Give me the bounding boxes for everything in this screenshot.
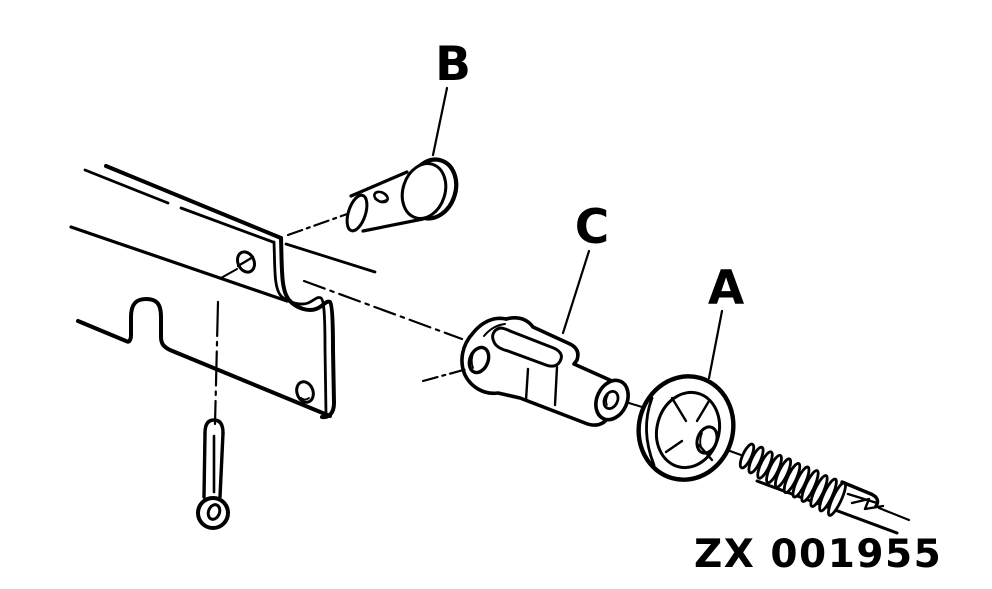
nut-center-hole-shading	[699, 432, 703, 448]
bracket-flange-hole-tick	[220, 268, 238, 279]
clevis-body-outline	[460, 316, 609, 427]
bracket-flange-hole-slot	[236, 255, 255, 268]
cotter-pin-drawing	[196, 418, 230, 530]
bracket-back-edge	[284, 242, 377, 274]
leader-line-B	[431, 86, 449, 157]
clevis-barrel-hole-shading	[605, 394, 609, 406]
clevis-centerline-upper	[302, 279, 464, 341]
clevis-top-inner-edge	[483, 323, 506, 337]
nut-hex-facet-3	[664, 439, 684, 454]
cotter-pin-centerline	[213, 300, 220, 426]
clevis-centerline-lower	[421, 367, 469, 383]
part-code: ZX 001955	[694, 532, 942, 577]
bracket-top-edge-inner-b	[179, 206, 275, 244]
callout-label-A: A	[708, 261, 745, 316]
mounting-bracket-drawing	[69, 164, 377, 420]
clevis-top-outline	[504, 316, 614, 383]
cotter-pin-right-leg	[218, 431, 225, 499]
clevis-pin-tip-face	[345, 193, 369, 233]
clevis-pin-centerline	[286, 211, 352, 237]
clevis-edge-line-b	[553, 365, 559, 407]
nut-hex-facet-2	[695, 399, 711, 423]
cable-thread-coils	[738, 442, 847, 517]
cable-ferrule-top-edge	[840, 480, 880, 508]
clevis-edge-line-a	[524, 367, 530, 402]
nut-flange-thickness-arc	[645, 396, 656, 467]
bracket-plate-hole	[295, 380, 315, 404]
clevis-pin-cross-hole-shading	[374, 198, 387, 203]
nut-flange-outer	[636, 374, 736, 482]
leader-line-A	[707, 309, 724, 380]
clevis-drawing	[460, 316, 630, 427]
clevis-barrel-end-face	[594, 378, 630, 422]
bracket-top-edge	[104, 164, 283, 240]
clevis-pin-body-bottom	[361, 217, 425, 233]
cotter-pin-head	[203, 418, 225, 435]
nut-center-hole	[695, 425, 719, 455]
nut-hex-facet-1	[670, 396, 688, 423]
cable-tip-line	[877, 506, 911, 522]
cotter-pin-eye-hole	[206, 503, 222, 521]
bracket-z-bend-inner	[272, 240, 328, 416]
clevis-eye-shading	[470, 350, 475, 369]
clevis-eye-hole	[467, 345, 491, 375]
leader-line-C	[561, 249, 591, 335]
clevis-fork-slot	[491, 326, 563, 368]
cable-fork-inner-line	[846, 492, 879, 505]
bracket-top-edge-inner-a	[83, 168, 170, 205]
callout-label-C: C	[575, 200, 610, 255]
bracket-z-bend-outer	[279, 236, 336, 420]
bracket-lower-plate-edge-with-notch	[76, 297, 332, 418]
cotter-pin-left-leg	[202, 431, 207, 499]
callout-leaders	[431, 86, 724, 380]
callout-label-B: B	[435, 37, 471, 92]
threaded-cable-end-drawing	[738, 442, 911, 535]
clevis-barrel-end-hole	[602, 389, 620, 411]
cable-fork-zigzag	[850, 497, 885, 511]
bracket-front-lower-edge	[69, 225, 289, 303]
clevis-pin-body-top	[349, 170, 409, 198]
cotter-pin-eye	[196, 496, 230, 530]
clevis-pin-head-inner	[400, 162, 448, 220]
bracket-plate-hole-shading	[300, 397, 310, 401]
flanged-nut-drawing	[636, 374, 736, 482]
clevis-pin-drawing	[345, 157, 459, 233]
